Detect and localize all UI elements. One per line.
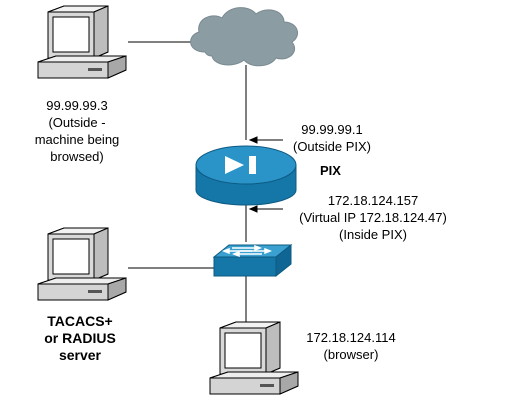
pointer-arrows bbox=[248, 136, 283, 213]
pix-inside-virtual-ip: (Virtual IP 172.18.124.47) bbox=[299, 210, 447, 225]
outside-host-desc-2: machine being bbox=[34, 132, 120, 147]
aaa-server-line-2: or RADIUS bbox=[44, 330, 116, 346]
arrow-inside-pix-icon bbox=[248, 205, 258, 213]
pix-name-label: PIX bbox=[320, 163, 341, 178]
browser-host-ip: 172.18.124.114 bbox=[306, 330, 396, 345]
computer-icon-browser-host bbox=[209, 321, 299, 395]
pix-inside-ip: 172.18.124.157 bbox=[327, 193, 419, 208]
arrow-outside-pix-icon bbox=[248, 136, 258, 144]
outside-host-label: 99.99.99.3 (Outside - machine being brow… bbox=[22, 97, 132, 165]
outside-host-ip: 99.99.99.3 bbox=[46, 98, 108, 113]
pix-inside-label: 172.18.124.157 (Virtual IP 172.18.124.47… bbox=[280, 192, 466, 243]
aaa-server-line-1: TACACS+ bbox=[47, 313, 113, 329]
aaa-server-label: TACACS+ or RADIUS server bbox=[32, 313, 128, 364]
outside-host-desc-3: browsed) bbox=[50, 149, 104, 164]
outside-host-desc-1: (Outside - bbox=[48, 115, 106, 130]
internet-cloud-icon bbox=[190, 7, 299, 67]
computer-icon-outside-host bbox=[37, 5, 127, 79]
browser-host-label: 172.18.124.114 (browser) bbox=[296, 329, 406, 363]
pix-inside-desc: (Inside PIX) bbox=[339, 227, 407, 242]
browser-host-desc: (browser) bbox=[323, 347, 379, 362]
pix-outside-label: 99.99.99.1 (Outside PIX) bbox=[282, 121, 382, 155]
pix-outside-ip: 99.99.99.1 bbox=[301, 122, 363, 137]
computer-icon-aaa-server bbox=[37, 227, 127, 301]
pix-firewall-icon bbox=[195, 145, 297, 206]
aaa-server-line-3: server bbox=[58, 347, 102, 363]
links bbox=[128, 41, 247, 322]
switch-icon bbox=[212, 243, 293, 278]
pix-outside-desc: (Outside PIX) bbox=[292, 139, 372, 154]
